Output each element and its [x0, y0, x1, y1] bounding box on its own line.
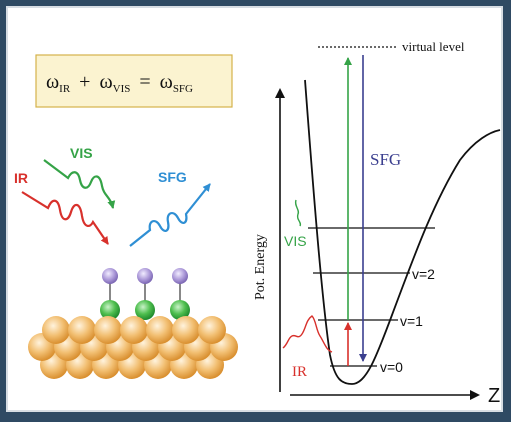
equation-box: ωIR + ωVIS = ωSFG [35, 54, 233, 108]
omega-vis: ω [99, 71, 112, 93]
level-v0-label: v=0 [380, 359, 403, 375]
potential-curve [304, 79, 501, 385]
ir-beam [21, 191, 109, 245]
omega-sfg: ω [160, 71, 173, 93]
sfg-transition-label: SFG [370, 150, 401, 169]
ir-beam-label: IR [14, 170, 28, 186]
substrate [28, 316, 238, 379]
ir-level-label: IR [292, 364, 307, 380]
ir-pulse-icon [282, 315, 333, 353]
equals-sign: = [139, 71, 150, 93]
plus-sign: + [79, 71, 90, 93]
vis-beam [43, 159, 116, 209]
molecule-body [135, 300, 155, 320]
molecule-head [102, 268, 118, 284]
level-v2-label: v=2 [412, 266, 435, 282]
x-axis-label: Z [488, 385, 500, 407]
adsorbed-molecules [100, 268, 190, 320]
vis-beam-label: VIS [70, 145, 93, 161]
omega-sfg-subscript: SFG [173, 83, 193, 95]
omega-vis-subscript: VIS [113, 83, 131, 95]
sfg-beam-label: SFG [158, 169, 187, 185]
molecule-head [172, 268, 188, 284]
omega-ir-subscript: IR [59, 83, 71, 95]
molecule-body [170, 300, 190, 320]
omega-ir: ω [46, 71, 59, 93]
y-axis-label: Pot. Energy [253, 234, 268, 300]
svg-text:ωIR + ωVIS =: ωIR + ωVIS = ωSFG [46, 71, 193, 97]
vis-level-label: VIS [284, 233, 307, 249]
molecule-body [100, 300, 120, 320]
vis-pulse-icon [294, 199, 302, 227]
virtual-level-label: virtual level [402, 39, 465, 54]
sfg-beam [129, 183, 211, 247]
molecule-head [137, 268, 153, 284]
level-v1-label: v=1 [400, 313, 423, 329]
